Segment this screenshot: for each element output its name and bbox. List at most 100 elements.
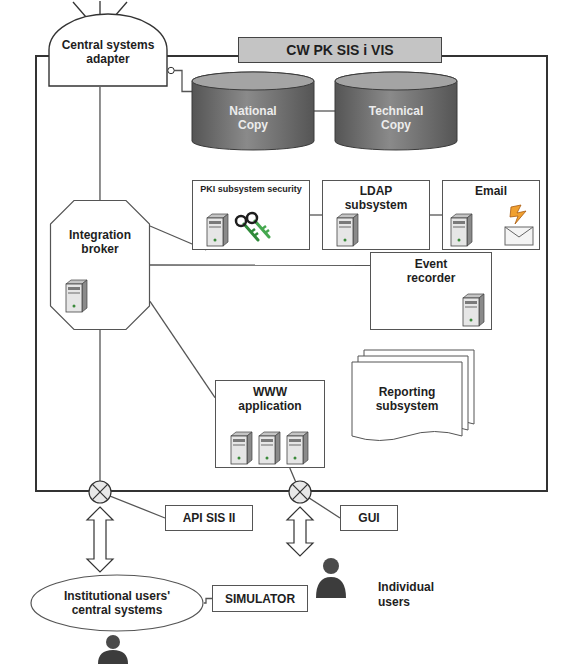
shape-part — [82, 280, 87, 312]
subsystem-box: Email — [442, 180, 540, 250]
shape-part — [233, 439, 245, 442]
adapter-dome: Central systems adapter — [48, 12, 168, 87]
document-stack: Reporting subsystem — [352, 350, 474, 444]
interface-cross — [292, 484, 308, 500]
person-head — [323, 558, 339, 574]
interface-socket — [168, 67, 174, 73]
connector-line — [310, 214, 322, 215]
interface-cross — [92, 484, 108, 500]
shape-part — [207, 218, 223, 246]
person-body — [98, 650, 128, 664]
shape-part — [262, 226, 266, 229]
node-label: Reporting subsystem — [364, 385, 450, 413]
shape-part — [337, 218, 353, 246]
shape-part — [275, 432, 280, 464]
shape-part — [266, 457, 269, 460]
node-label: LDAP subsystem — [340, 184, 412, 212]
shape-part — [244, 224, 258, 240]
server-icon — [337, 214, 358, 246]
shape-part — [192, 72, 314, 150]
shape-part — [339, 226, 351, 228]
server-icon — [287, 432, 308, 464]
shape-part — [458, 239, 461, 242]
server-icon — [451, 214, 472, 246]
shape-part — [247, 213, 257, 223]
node-label: SIMULATOR — [225, 592, 295, 606]
connector-line — [99, 87, 100, 200]
antenna-line — [73, 2, 86, 17]
shape-part — [255, 221, 269, 237]
node-label: Event recorder — [395, 257, 467, 285]
subsystem-box: PKI subsystem security — [192, 180, 310, 250]
node-label: Institutional users' central systems — [47, 589, 187, 617]
server-icon — [66, 280, 87, 312]
interface-cross — [292, 484, 308, 500]
shape-part — [463, 298, 479, 326]
shape-part — [261, 444, 273, 446]
shape-part — [68, 287, 80, 290]
shape-part — [247, 432, 252, 464]
users-ellipse: Institutional users' central systems — [30, 574, 204, 632]
database-cylinder: National Copy — [192, 72, 314, 150]
shape-part — [335, 72, 457, 150]
shape-part — [261, 439, 273, 442]
interface-label-box: GUI — [340, 505, 398, 531]
shape-part — [238, 457, 241, 460]
shape-part — [453, 226, 465, 228]
node-label: API SIS II — [183, 511, 236, 525]
free-label: Individual users — [378, 580, 458, 610]
node-label: WWW application — [227, 385, 313, 413]
shape-part — [259, 436, 275, 464]
shape-part — [68, 292, 80, 294]
shape-part — [352, 362, 462, 441]
shape-part — [287, 436, 303, 464]
person-icon — [98, 635, 128, 664]
hollow-double-arrow — [87, 507, 113, 572]
shape-part — [467, 214, 472, 246]
broker-octagon: Integration broker — [50, 200, 150, 330]
connector-line — [150, 264, 370, 266]
node-label: National Copy — [213, 104, 293, 132]
interface-symbol — [89, 481, 111, 503]
node-label: GUI — [358, 511, 379, 525]
shape-part — [223, 214, 228, 246]
shape-part — [66, 284, 82, 312]
shape-part — [192, 72, 314, 90]
shape-part — [470, 319, 473, 322]
connector-line — [314, 110, 335, 111]
shape-part — [289, 444, 301, 446]
connector-line — [430, 214, 442, 215]
server-icon — [231, 432, 252, 464]
shape-part — [451, 218, 467, 246]
connector-line — [150, 301, 215, 397]
simulator-box: SIMULATOR — [212, 585, 308, 612]
person-body — [316, 577, 346, 598]
connector-line — [204, 599, 212, 604]
frame-title: CW PK SIS i VIS — [238, 37, 442, 63]
interface-circle — [89, 481, 111, 503]
envelope-icon — [505, 227, 533, 245]
shape-part — [231, 436, 247, 464]
shape-part — [265, 230, 269, 233]
shape-part — [294, 457, 297, 460]
lightning-icon — [510, 205, 526, 224]
node-label: Email — [475, 184, 507, 198]
shape-part — [209, 221, 221, 224]
shape-part — [465, 306, 477, 308]
subsystem-box: Event recorder — [370, 252, 492, 330]
interface-symbol — [289, 481, 311, 503]
shape-part — [353, 214, 358, 246]
interface-cross — [92, 484, 108, 500]
interface-circle — [289, 481, 311, 503]
shape-part — [209, 226, 221, 228]
shape-part — [254, 233, 258, 236]
person-head — [106, 635, 120, 649]
shape-part — [335, 72, 457, 90]
shape-part — [289, 439, 301, 442]
subsystem-box: LDAP subsystem — [322, 180, 430, 250]
shape-part — [465, 301, 477, 304]
database-cylinder: Technical Copy — [335, 72, 457, 150]
shape-part — [214, 239, 217, 242]
antenna-line — [99, 1, 100, 14]
shape-part — [31, 575, 203, 631]
